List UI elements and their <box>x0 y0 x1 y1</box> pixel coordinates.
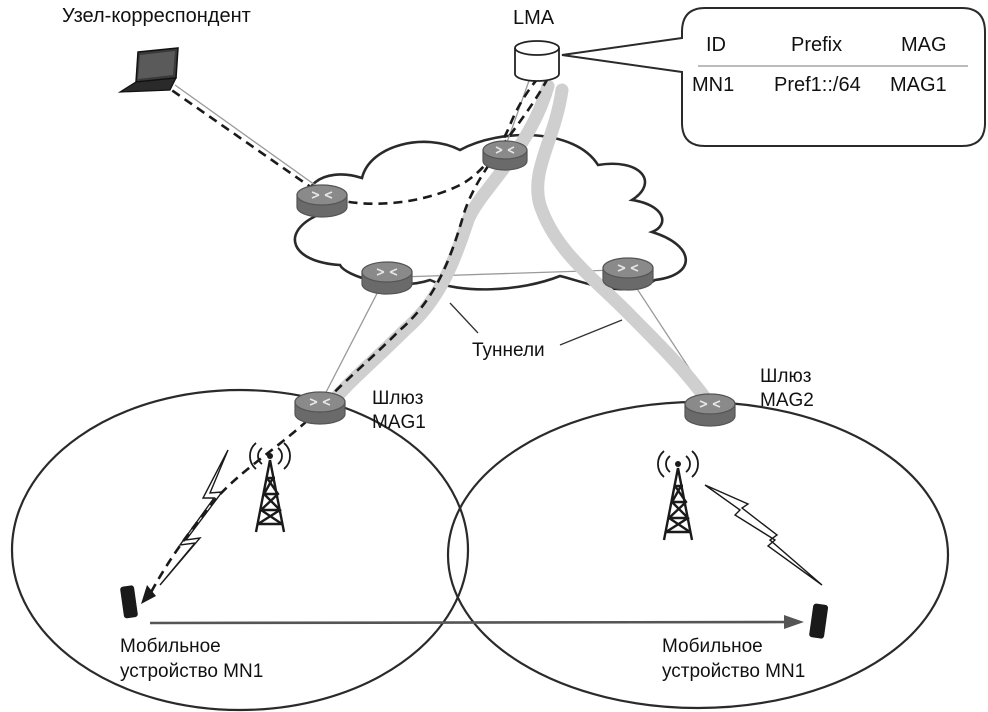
table-cell-mag: MAG1 <box>890 74 947 96</box>
router-icon <box>361 261 413 295</box>
label-tunnels: Туннели <box>472 340 545 361</box>
label-gateway1-line2: MAG1 <box>372 412 426 433</box>
arrowhead-mobile1 <box>141 585 156 604</box>
data-path-mag1-mobile <box>146 409 319 599</box>
movement-arrowhead <box>784 615 804 629</box>
table-header-mag: MAG <box>901 34 947 56</box>
tunnels-pointer-right <box>559 319 623 346</box>
cell-tower-icon <box>657 450 699 541</box>
label-mobile1-line2: устройство MN1 <box>120 661 263 682</box>
label-mobile2-line2: устройство MN1 <box>662 661 805 682</box>
link-lma-top-router <box>504 77 531 149</box>
table-header-id: ID <box>706 34 726 56</box>
table-header-prefix: Prefix <box>791 34 842 56</box>
router-icon <box>684 393 736 427</box>
tunnel-mag2 <box>531 83 717 412</box>
label-gateway2-line2: MAG2 <box>760 390 814 411</box>
server-icon <box>514 40 560 82</box>
tunnels-pointer-left <box>449 302 479 334</box>
label-mobile2-line1: Мобильное <box>662 636 763 657</box>
table-cell-id: MN1 <box>692 74 734 96</box>
cell-tower-icon <box>249 442 291 533</box>
label-gateway2-line1: Шлюз <box>760 366 811 387</box>
link-correspondent-router <box>174 84 323 191</box>
label-mobile1-line1: Мобильное <box>120 636 221 657</box>
mobile-phone-icon <box>809 603 829 639</box>
movement-arrow <box>149 620 801 625</box>
link-router-mag1 <box>321 277 386 401</box>
lightning-icon <box>704 484 823 586</box>
router-icon <box>296 184 348 218</box>
table-cell-prefix: Pref1::/64 <box>774 74 861 96</box>
router-icon <box>482 140 528 171</box>
laptop-icon <box>117 47 179 93</box>
lightning-icon <box>159 449 229 586</box>
router-icon <box>602 257 654 291</box>
mobile-phone-icon <box>120 585 138 619</box>
data-path-correspondent-lma <box>159 69 547 206</box>
binding-table-callout <box>561 7 986 147</box>
label-lma: LMA <box>513 7 555 29</box>
label-gateway1-line1: Шлюз <box>372 388 423 409</box>
label-correspondent-node: Узел-корреспондент <box>62 5 251 27</box>
router-icon <box>294 391 346 425</box>
coverage-cell-mag1 <box>10 388 470 712</box>
